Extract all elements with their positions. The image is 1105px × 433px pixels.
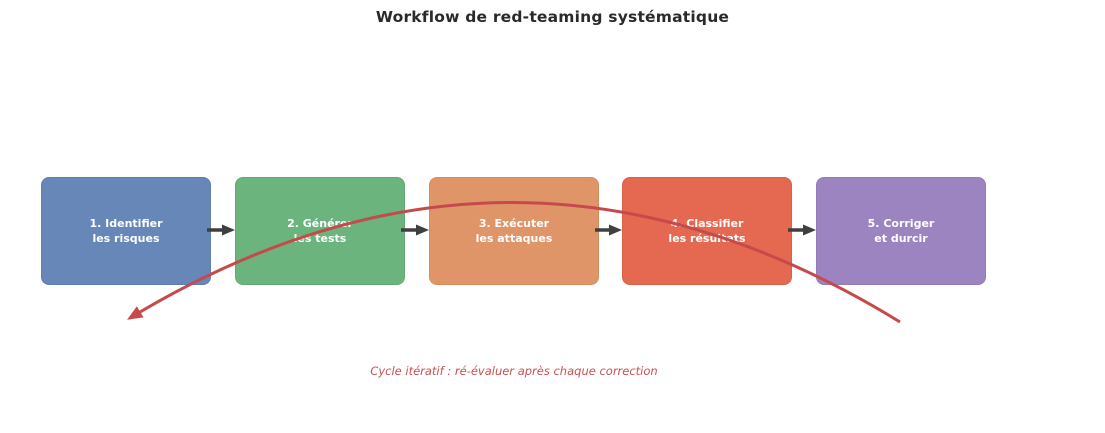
step-box-generer: 2. Générer les tests (235, 177, 405, 285)
step-label-line1: 3. Exécuter (478, 217, 550, 230)
step-label-line1: 2. Générer (287, 217, 353, 230)
step-label-line1: 5. Corriger (867, 217, 935, 230)
step-box-identifier: 1. Identifier les risques (41, 177, 211, 285)
step-label-line1: 4. Classifier (670, 217, 744, 230)
step-label-line2: et durcir (874, 232, 928, 245)
cycle-caption: Cycle itératif : ré-évaluer après chaque… (370, 364, 658, 378)
step-label-line2: les tests (293, 232, 347, 245)
diagram-title: Workflow de red-teaming systématique (375, 8, 730, 26)
step-label-line1: 1. Identifier (89, 217, 163, 230)
step-label-line2: les résultats (668, 232, 746, 245)
step-box-executer: 3. Exécuter les attaques (429, 177, 599, 285)
step-label-line2: les risques (92, 232, 160, 245)
step-box-corriger: 5. Corriger et durcir (816, 177, 986, 285)
step-label-line2: les attaques (475, 232, 553, 245)
step-box-classifier: 4. Classifier les résultats (622, 177, 792, 285)
